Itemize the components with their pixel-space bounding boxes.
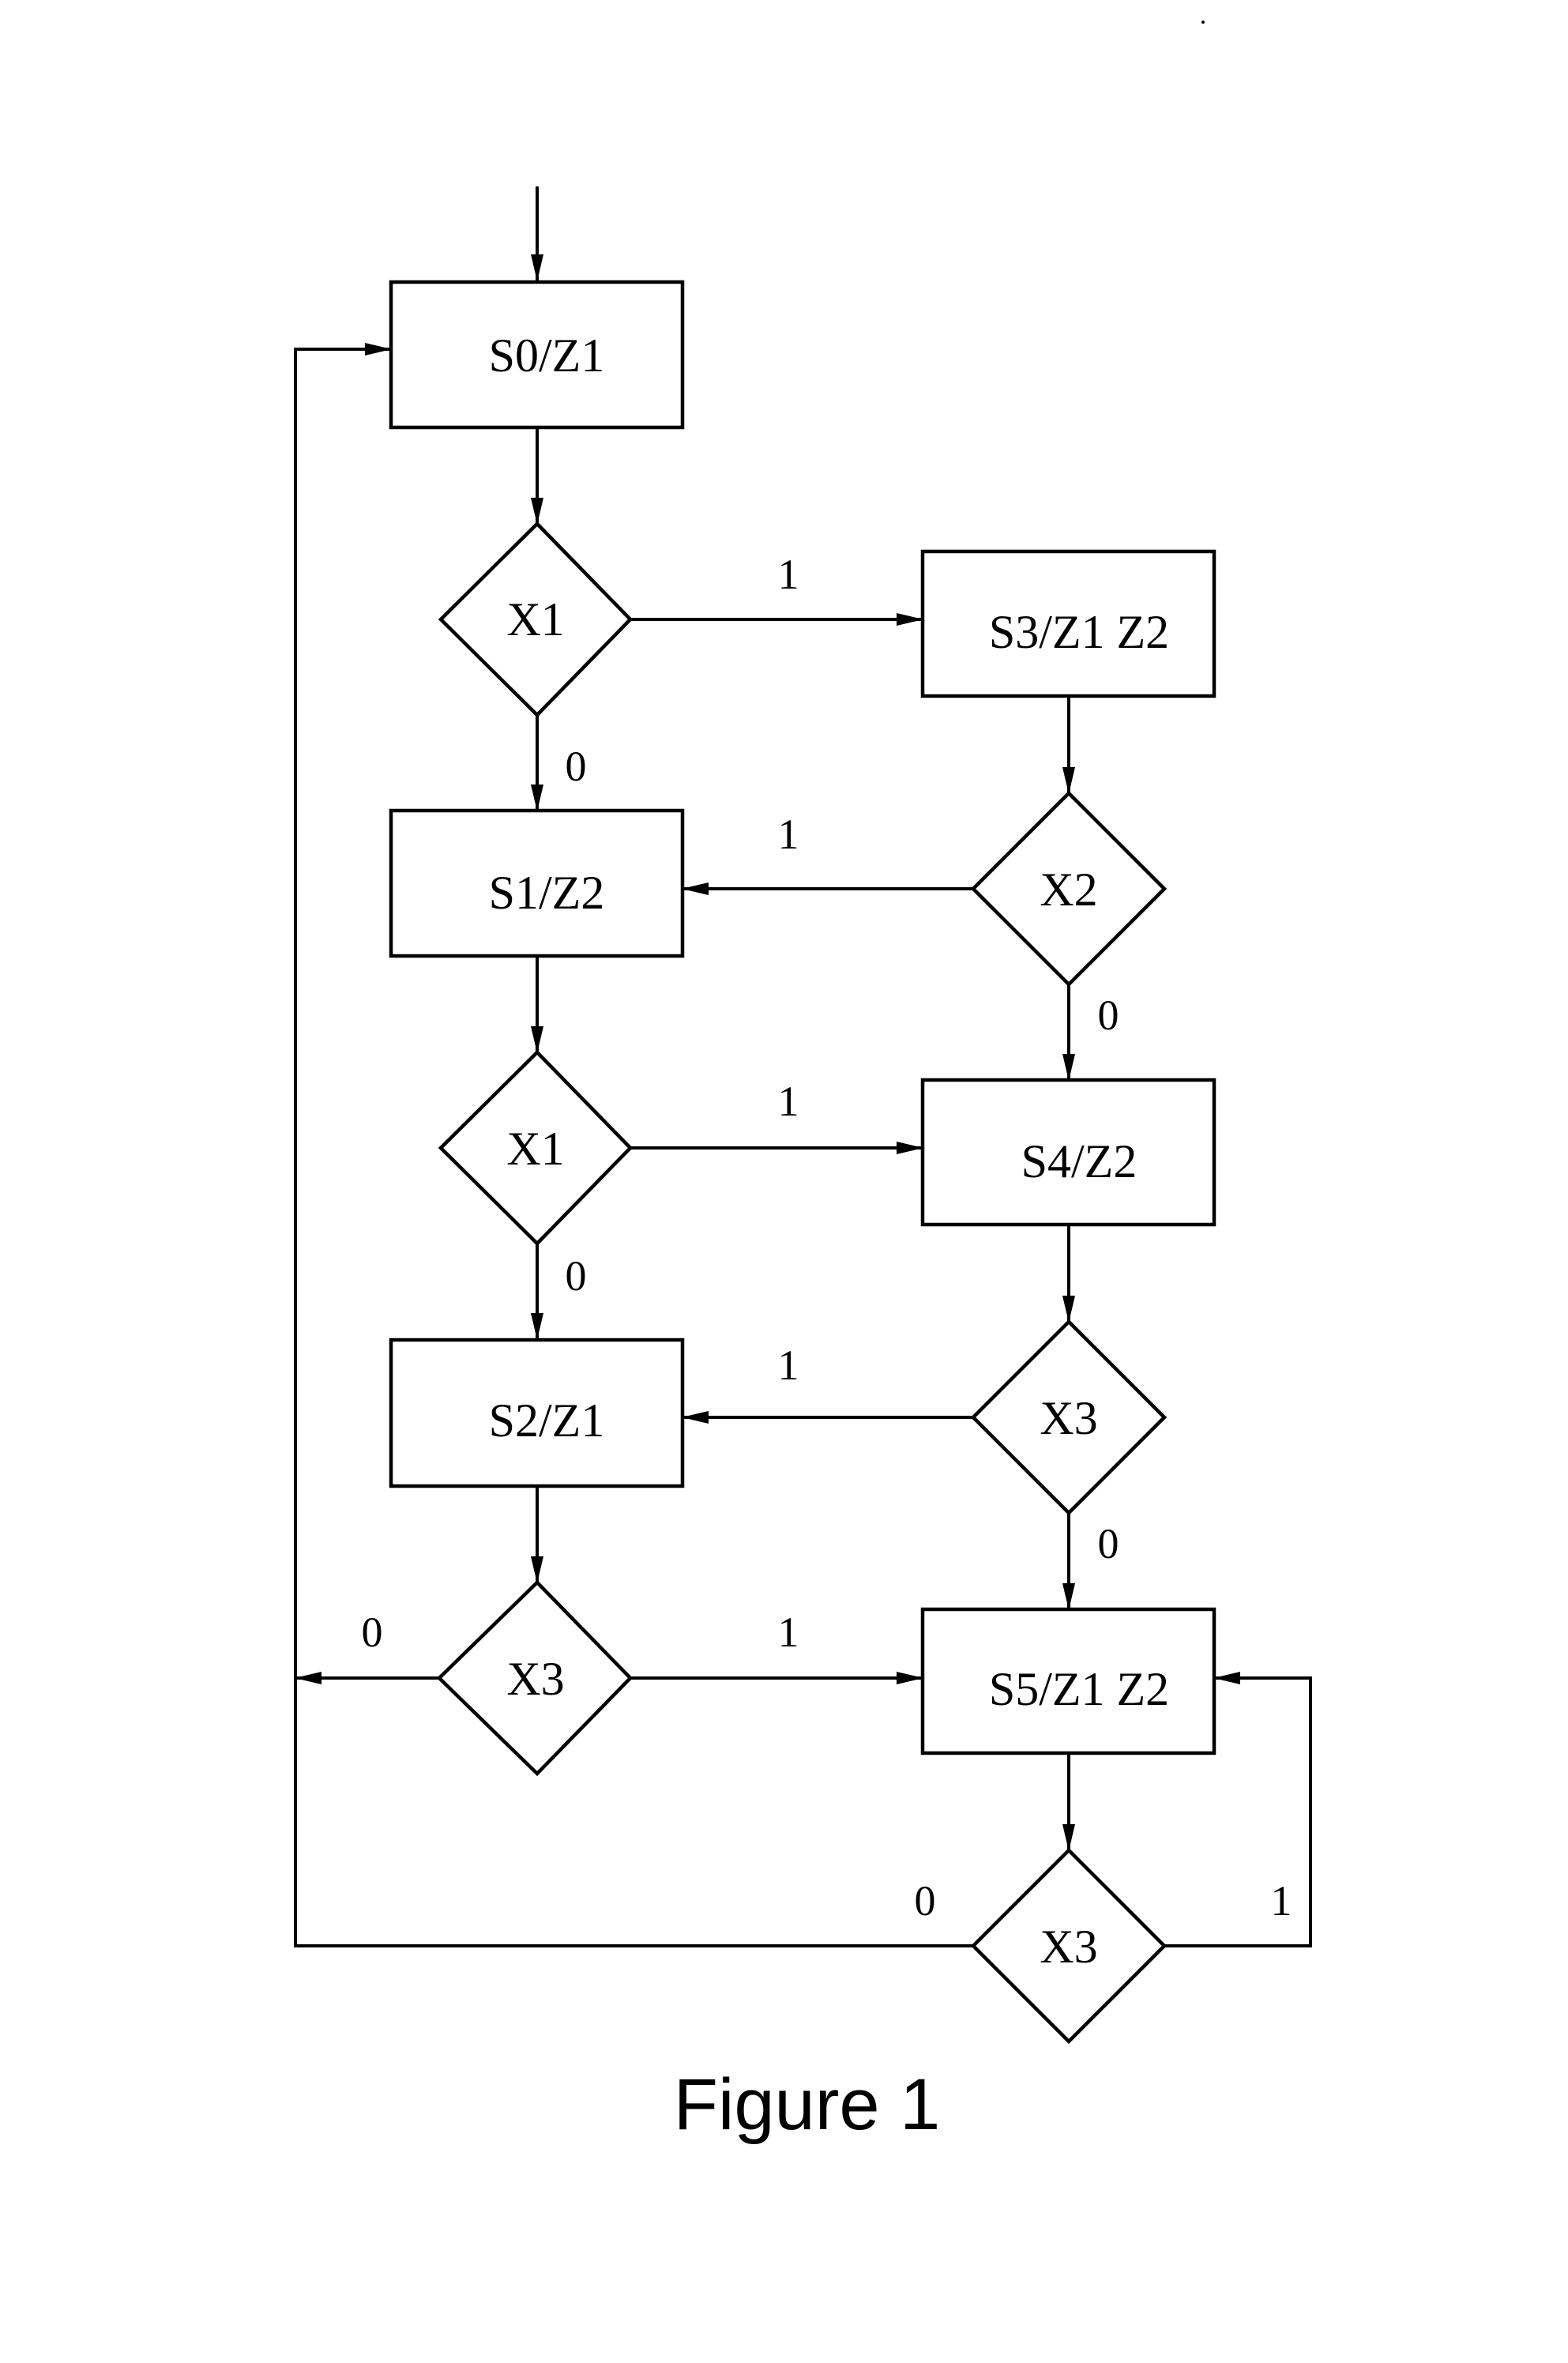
speck-mark bbox=[1201, 21, 1205, 24]
decision-x3-left: X3 bbox=[436, 1579, 634, 1777]
edge-label-x3c-to-s5: 1 bbox=[1271, 1877, 1292, 1925]
decision-x1-second-label: X1 bbox=[506, 1123, 564, 1175]
edge-label-x1-to-s3: 1 bbox=[778, 551, 799, 598]
decision-x3-bottom-label: X3 bbox=[1040, 1921, 1097, 1973]
figure-caption: Figure 1 bbox=[673, 2064, 941, 2145]
state-s4-label: S4/Z2 bbox=[1021, 1135, 1137, 1187]
edge-x3c-to-s5-loop bbox=[1164, 1672, 1312, 1947]
edge-label-x1b-to-s4: 1 bbox=[778, 1078, 799, 1125]
state-s1: S1/Z2 bbox=[389, 808, 685, 958]
decision-x3-left-label: X3 bbox=[506, 1653, 564, 1705]
state-s0-label: S0/Z1 bbox=[489, 329, 605, 382]
edge-label-x2-to-s4: 0 bbox=[1098, 991, 1119, 1039]
edge-label-x3-to-s5: 0 bbox=[1098, 1520, 1119, 1567]
decision-x3-right-label: X3 bbox=[1040, 1392, 1097, 1444]
edge-x3c-to-s0-loop bbox=[294, 343, 973, 1947]
state-s2-label: S2/Z1 bbox=[489, 1394, 605, 1447]
state-s5-label: S5/Z1 Z2 bbox=[989, 1663, 1169, 1715]
state-s1-label: S1/Z2 bbox=[489, 867, 605, 919]
decision-x1-first-label: X1 bbox=[506, 593, 564, 645]
edge-label-x3c-to-s0: 0 bbox=[915, 1877, 936, 1925]
decision-x2-label: X2 bbox=[1040, 864, 1097, 916]
decision-x1-second: X1 bbox=[438, 1049, 634, 1247]
decision-x1-first: X1 bbox=[438, 521, 634, 718]
decision-x3-right: X3 bbox=[970, 1319, 1168, 1516]
edge-label-x3b-to-s5: 1 bbox=[778, 1609, 799, 1656]
edge-label-x1-to-s1: 0 bbox=[566, 743, 587, 790]
state-s5: S5/Z1 Z2 bbox=[920, 1607, 1216, 1755]
state-s3-label: S3/Z1 Z2 bbox=[989, 606, 1169, 658]
state-s4: S4/Z2 bbox=[920, 1078, 1216, 1227]
decision-x2: X2 bbox=[970, 790, 1168, 988]
edge-label-x1b-to-s2: 0 bbox=[566, 1252, 587, 1300]
edge-label-x3b-to-s0: 0 bbox=[362, 1609, 383, 1656]
edge-label-x3-to-s2: 1 bbox=[778, 1341, 799, 1389]
state-s3: S3/Z1 Z2 bbox=[920, 549, 1216, 698]
decision-x3-bottom: X3 bbox=[970, 1847, 1168, 2045]
state-s0: S0/Z1 bbox=[389, 280, 685, 430]
edge-label-x2-to-s1: 1 bbox=[778, 811, 799, 858]
state-s2: S2/Z1 bbox=[389, 1338, 685, 1488]
